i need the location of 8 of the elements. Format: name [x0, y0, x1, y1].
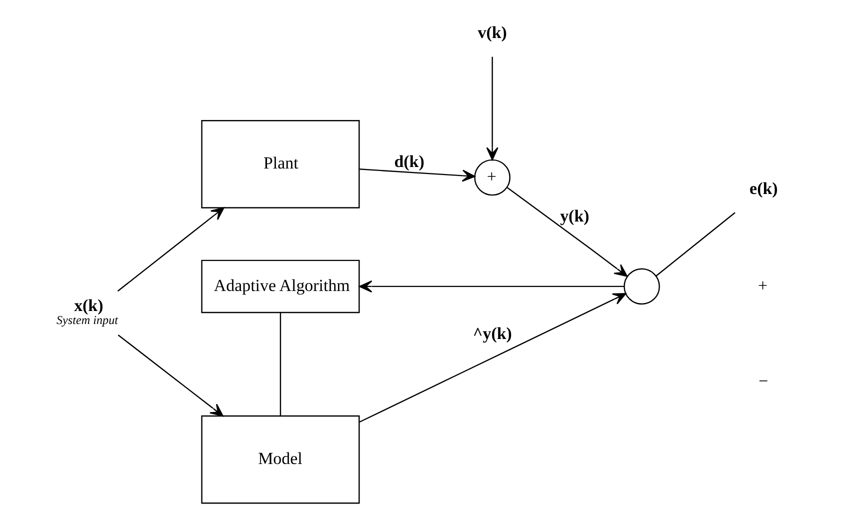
edge-label: d(k) — [394, 152, 424, 171]
node-text: e(k) — [750, 179, 778, 198]
node-text: x(k) — [74, 296, 104, 315]
edge-label: ^y(k) — [472, 324, 512, 343]
edge-label: y(k) — [560, 206, 590, 226]
node-text: v(k) — [478, 22, 507, 42]
label: + — [758, 276, 768, 295]
label: − — [758, 372, 768, 391]
